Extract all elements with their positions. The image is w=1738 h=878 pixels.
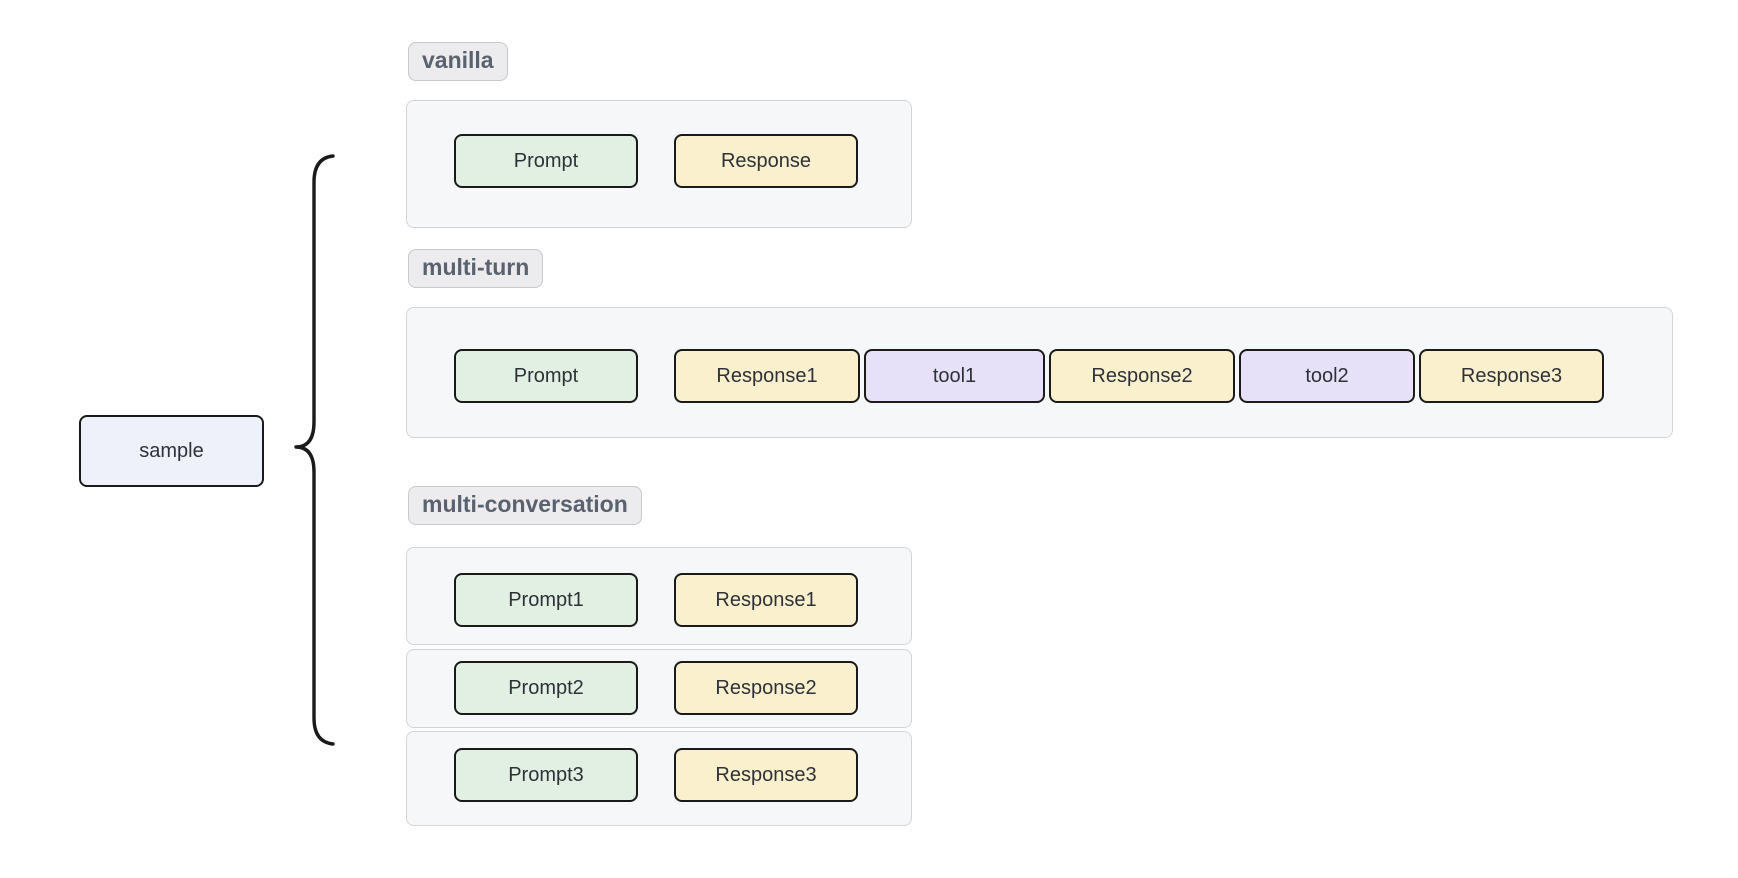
node-multiturn-response3: Response3 [1419,349,1604,403]
curly-brace [294,154,335,746]
node-conv3-prompt: Prompt3 [454,748,638,802]
node-multiturn-prompt: Prompt [454,349,638,403]
vanilla-container: Prompt Response [406,100,912,228]
group-label-multi-conversation: multi-conversation [408,486,642,525]
node-vanilla-prompt: Prompt [454,134,638,188]
node-sample: sample [79,415,264,487]
node-multiturn-tool2: tool2 [1239,349,1415,403]
conversation3-container: Prompt3 Response3 [406,731,912,826]
node-vanilla-response: Response [674,134,858,188]
node-conv1-response: Response1 [674,573,858,627]
node-multiturn-tool1: tool1 [864,349,1045,403]
conversation2-container: Prompt2 Response2 [406,649,912,728]
node-multiturn-response1: Response1 [674,349,860,403]
node-conv1-prompt: Prompt1 [454,573,638,627]
node-conv2-prompt: Prompt2 [454,661,638,715]
multi-turn-container: Prompt Response1 tool1 Response2 tool2 R… [406,307,1673,438]
group-label-vanilla: vanilla [408,42,508,81]
node-conv3-response: Response3 [674,748,858,802]
group-label-multi-turn: multi-turn [408,249,544,288]
node-conv2-response: Response2 [674,661,858,715]
conversation1-container: Prompt1 Response1 [406,547,912,645]
node-multiturn-response2: Response2 [1049,349,1235,403]
